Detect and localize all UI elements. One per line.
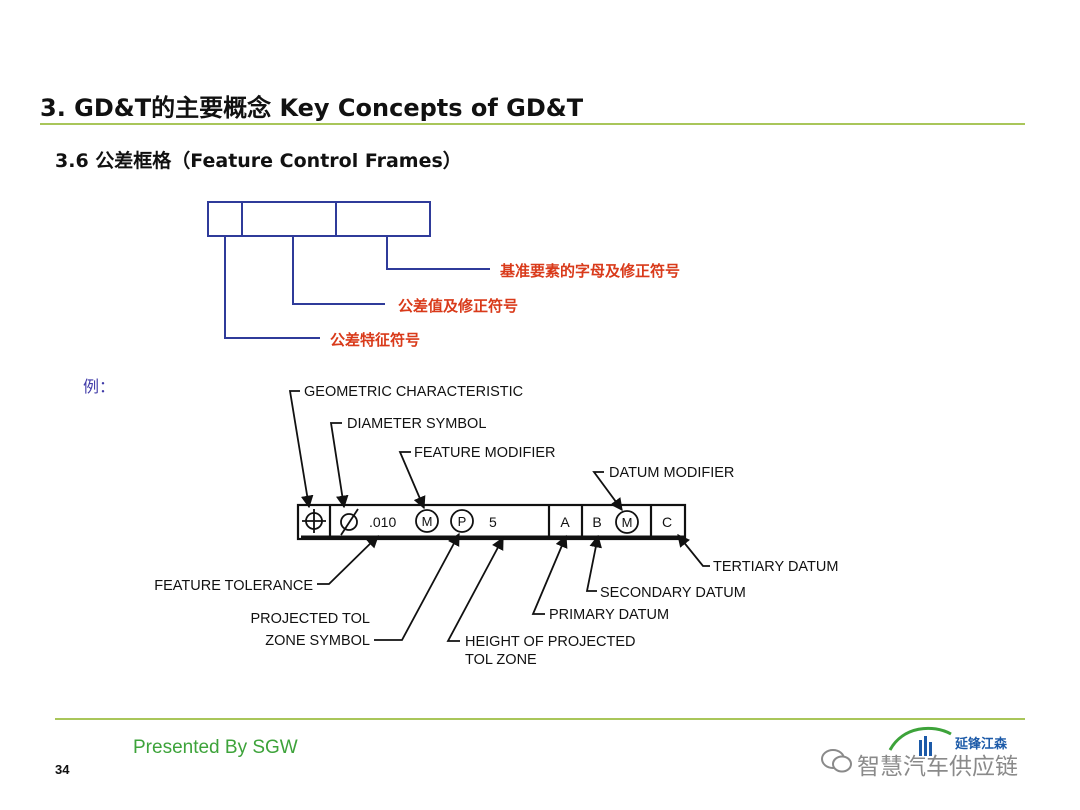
company-logo <box>888 726 952 756</box>
label-tolerance-value: 公差值及修正符号 <box>398 297 519 315</box>
datum-modifier-m-icon: M <box>615 510 639 534</box>
callout-geometric-characteristic: GEOMETRIC CHARACTERISTIC <box>304 384 523 400</box>
leader-secondary-datum <box>585 534 602 592</box>
callout-projected-tol-line2: ZONE SYMBOL <box>265 633 370 649</box>
example-label: 例： <box>83 377 116 396</box>
svg-text:M: M <box>422 514 433 529</box>
position-symbol-icon <box>302 509 326 533</box>
callout-height-projected-line1: HEIGHT OF PROJECTED <box>465 634 636 650</box>
datum-b: B <box>592 514 601 530</box>
callout-feature-modifier: FEATURE MODIFIER <box>414 445 556 461</box>
callout-datum-modifier: DATUM MODIFIER <box>609 465 734 481</box>
leader-feature-modifier <box>398 451 426 510</box>
svg-text:M: M <box>622 515 633 530</box>
watermark: 智慧汽车供应链 <box>815 738 1055 788</box>
callout-secondary-datum: SECONDARY DATUM <box>600 585 746 601</box>
section-subtitle: 3.6 公差框格（Feature Control Frames） <box>55 150 462 172</box>
leader-projected-height <box>446 536 504 642</box>
callout-tertiary-datum: TERTIARY DATUM <box>713 559 838 575</box>
leader-datum-modifier <box>592 471 623 512</box>
blank-frame <box>207 201 431 237</box>
leader-projected-tol-zone <box>374 532 460 641</box>
leader-tertiary-datum <box>677 534 710 567</box>
callout-feature-tolerance: FEATURE TOLERANCE <box>154 578 313 594</box>
example-frame-outer <box>296 503 687 541</box>
label-characteristic-symbol: 公差特征符号 <box>330 331 421 349</box>
leader-characteristic <box>224 236 320 339</box>
leader-primary-datum <box>531 534 568 615</box>
callout-diameter-symbol: DIAMETER SYMBOL <box>347 416 486 432</box>
watermark-text: 智慧汽车供应链 <box>857 754 1018 780</box>
label-datum-letters: 基准要素的字母及修正符号 <box>500 262 681 280</box>
datum-c: C <box>662 514 672 530</box>
diameter-symbol-icon <box>340 508 359 536</box>
callout-primary-datum: PRIMARY DATUM <box>549 607 669 623</box>
title-divider <box>40 123 1025 125</box>
page-number: 34 <box>55 762 70 777</box>
leader-geometric-characteristic <box>288 390 314 509</box>
leader-diameter-symbol <box>329 422 349 509</box>
footer-divider <box>55 718 1025 720</box>
leader-tolerance <box>292 236 385 305</box>
chat-bubble-icon <box>821 749 852 773</box>
datum-a: A <box>560 514 570 530</box>
callout-height-projected-line2: TOL ZONE <box>465 652 537 668</box>
projected-height-value: 5 <box>489 514 497 530</box>
modifier-p-icon: P <box>450 509 474 533</box>
tolerance-value: .010 <box>369 514 396 530</box>
svg-text:P: P <box>458 514 467 529</box>
presented-by: Presented By SGW <box>133 737 298 758</box>
slide-title: 3. GD&T的主要概念 Key Concepts of GD&T <box>40 94 584 122</box>
callout-projected-tol-line1: PROJECTED TOL <box>250 611 370 627</box>
modifier-m-icon: M <box>415 509 439 533</box>
leader-datum <box>386 236 490 270</box>
leader-feature-tolerance <box>317 535 379 585</box>
logo-text: 延锋江森 <box>955 737 1008 752</box>
